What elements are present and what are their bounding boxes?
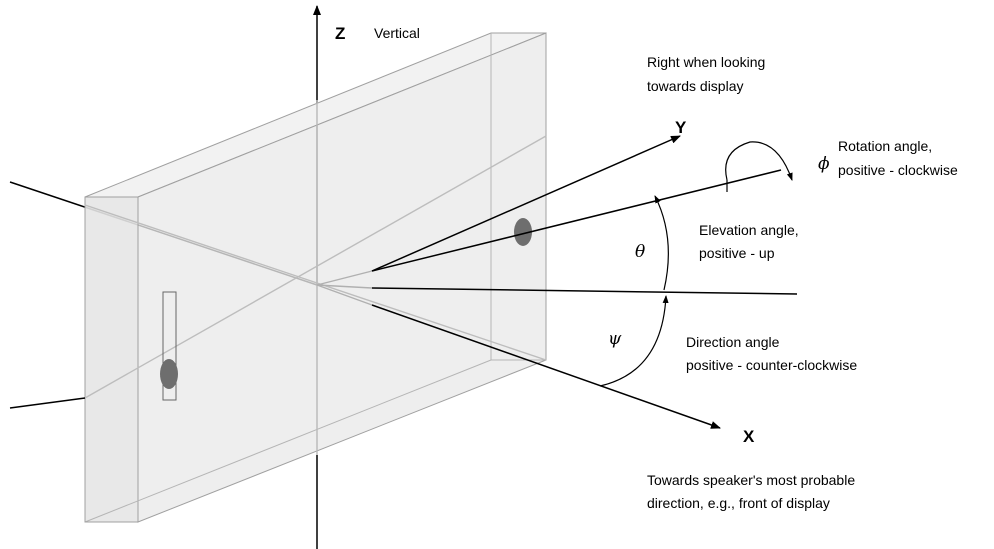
y-axis-left [9,397,86,409]
rotation-angle-label-line2: positive - clockwise [838,162,958,178]
elevation-angle-label-line1: Elevation angle, [699,222,799,238]
y-axis-label-line2: towards display [647,78,744,94]
elevation-angle-label-line2: positive - up [699,245,775,261]
z-axis-letter: Z [335,24,345,43]
panel-front-face [84,196,139,523]
axes-through-panel [84,100,547,455]
look-direction-line [371,169,782,272]
panel-back-edge-bottom [84,359,492,523]
x-axis-label-line2: direction, e.g., front of display [647,495,830,511]
rotation-angle-symbol: ϕ [818,154,830,174]
x-axis-label-line1: Towards speaker's most probable [647,472,855,488]
direction-angle-label-line1: Direction angle [686,334,780,350]
elevation-angle-symbol: θ [635,242,645,262]
direction-angle-label-line2: positive - counter-clockwise [686,357,857,373]
direction-angle-symbol: ψ [608,329,622,349]
y-axis-letter: Y [675,118,687,137]
horizontal-projection-line [371,287,798,295]
microphone-front [160,359,178,389]
y-axis-label-line1: Right when looking [647,54,765,70]
microphone-slot [162,291,177,401]
z-axis-label: Vertical [374,25,420,41]
rotation-angle-arc [725,141,793,181]
display-device [84,32,547,523]
direction-angle-arc [599,295,669,387]
x-axis-arrow [371,304,721,429]
microphone-back [514,218,532,246]
elevation-angle-arc [654,195,669,291]
y-axis-arrow [371,135,681,272]
rotation-angle-label-line1: Rotation angle, [838,138,932,154]
x-axis-letter: X [743,427,755,446]
